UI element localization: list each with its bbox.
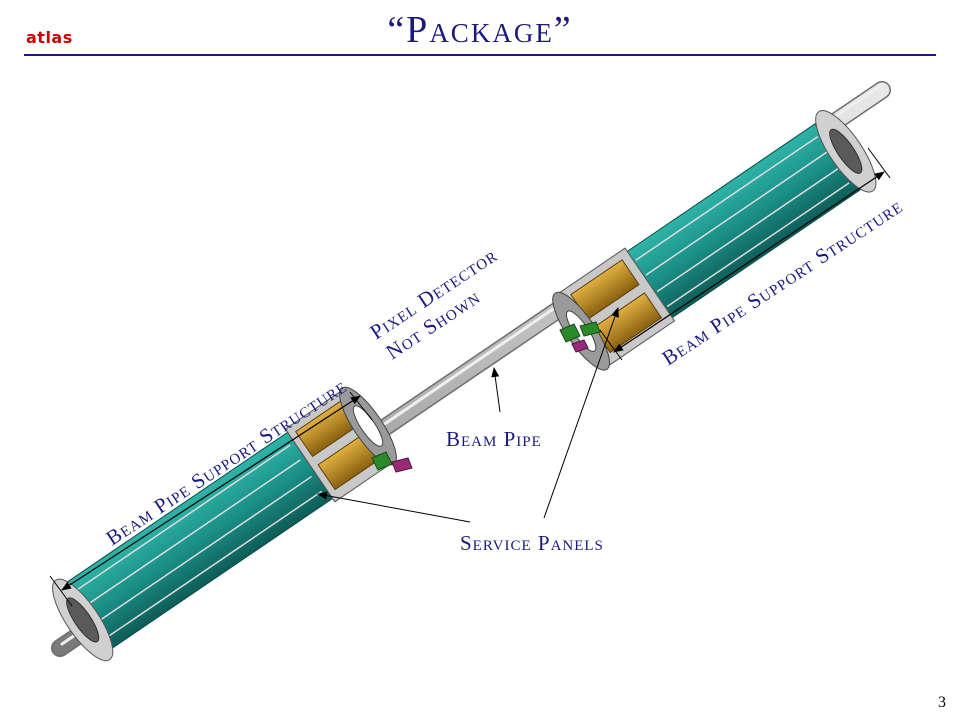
left-bracket-green [371,451,413,473]
service-panels-label: Service Panels [460,531,604,555]
title-rule [24,54,936,56]
left-support-structure [52,386,397,662]
left-dimension [49,391,373,607]
service-panels-pointers [317,307,619,523]
right-bracket-green [559,321,601,353]
beam-pipe-label: Beam Pipe [446,427,542,451]
page-title: “Package” [387,9,573,51]
beam-pipe-pointer [491,367,501,413]
atlas-logo: atlas [26,28,73,47]
right-dimension [599,147,891,361]
page-number: 3 [938,694,946,711]
